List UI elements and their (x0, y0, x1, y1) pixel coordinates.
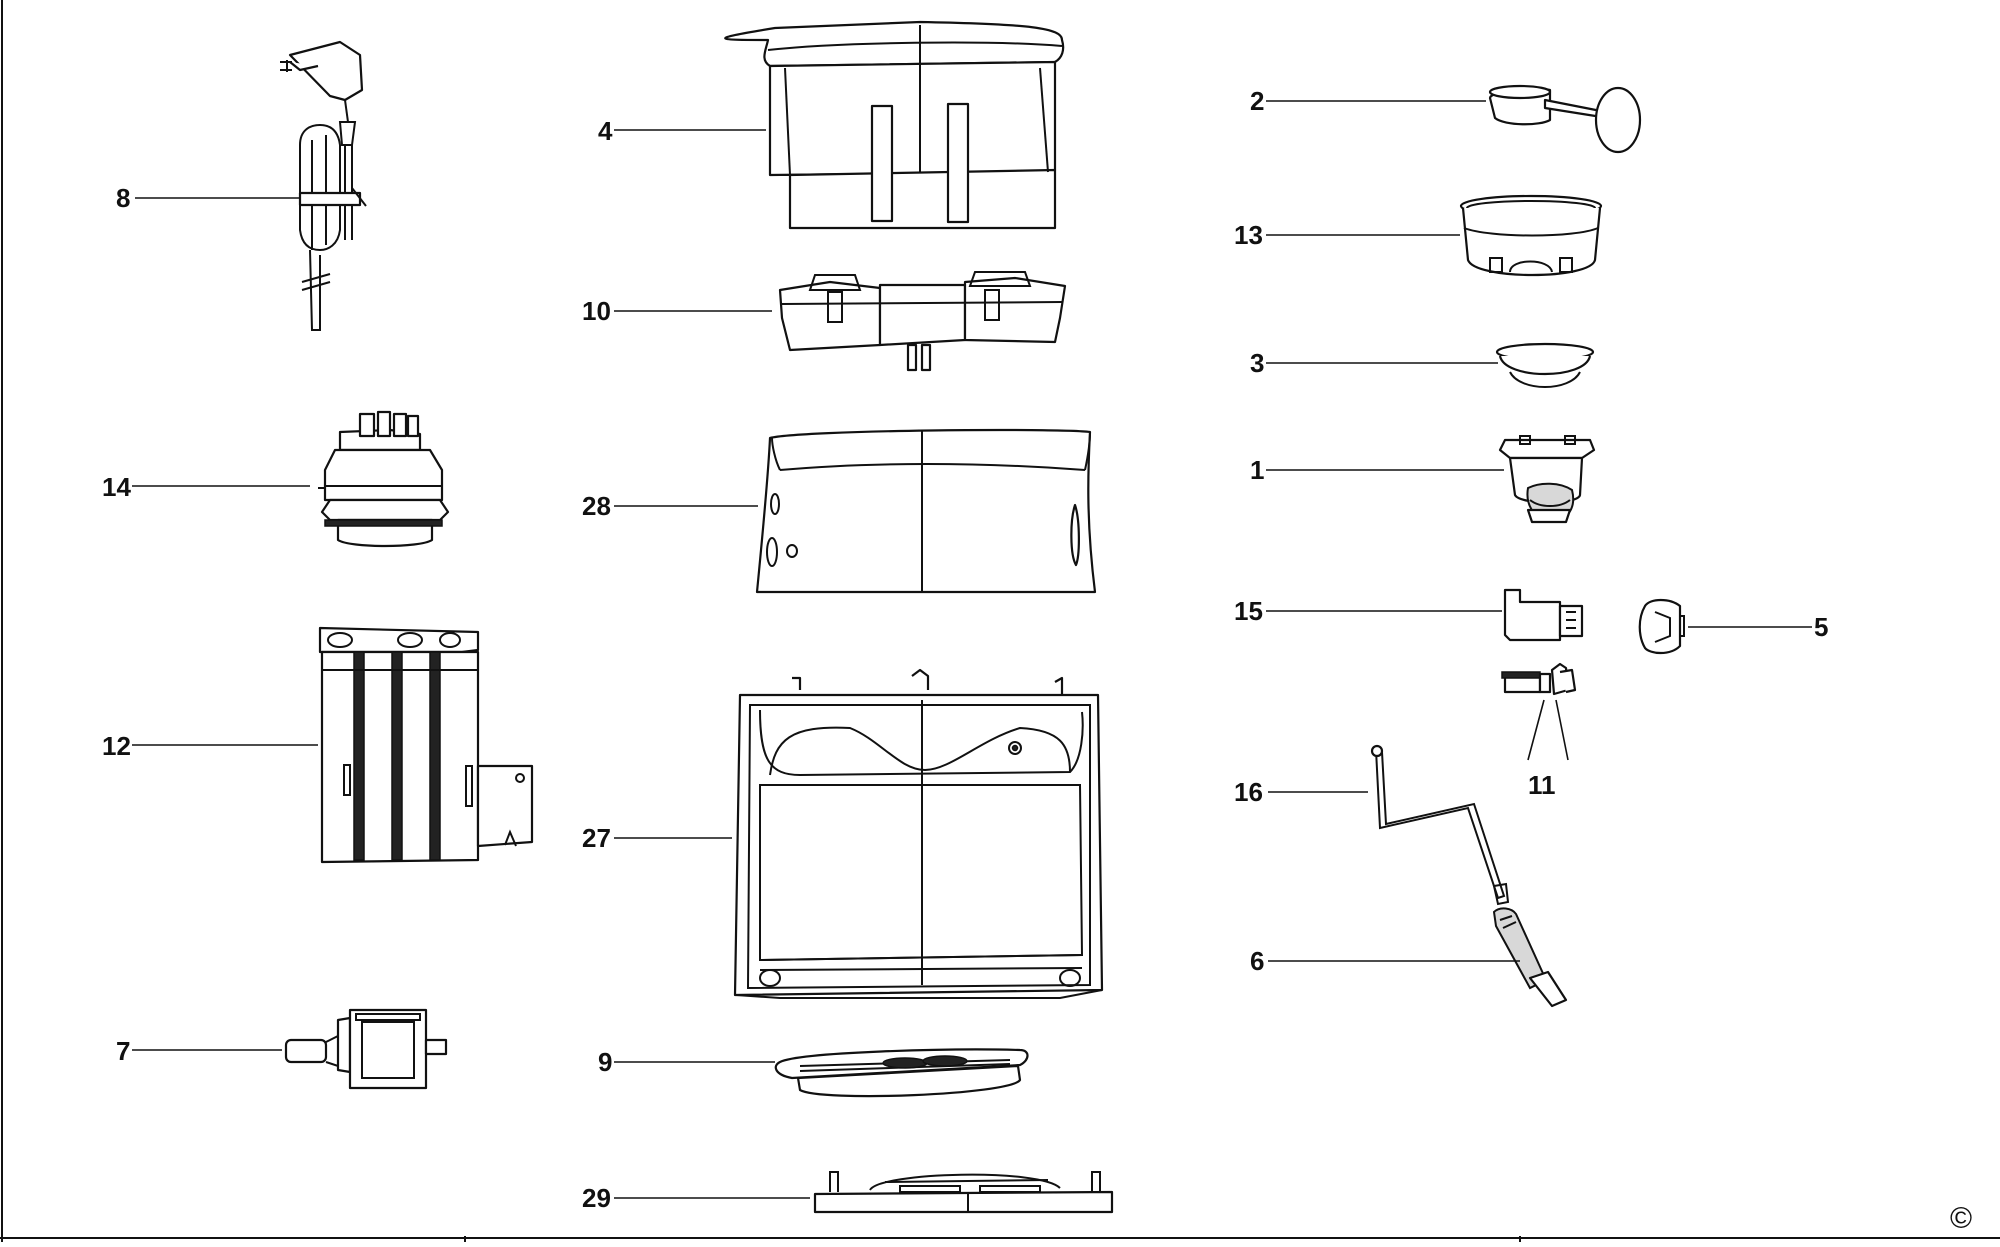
label-7: 7 (116, 1036, 130, 1066)
part-11-connectors (1501, 662, 1577, 761)
part-1-filter-holder (1498, 435, 1596, 524)
part-16-steam-tube (1370, 744, 1510, 906)
label-9: 9 (598, 1047, 612, 1077)
label-13: 13 (1234, 220, 1263, 250)
part-5-control-knob (1638, 598, 1685, 655)
copyright-mark: © (1950, 1202, 1972, 1235)
part-14-heater-assembly (318, 410, 450, 548)
part-15-switch (1503, 588, 1584, 642)
leader-lines (132, 100, 1812, 1199)
label-29: 29 (582, 1183, 611, 1213)
label-6: 6 (1250, 946, 1264, 976)
label-5: 5 (1814, 612, 1828, 642)
part-27-main-body (733, 668, 1104, 999)
part-29-base-plate (813, 1171, 1114, 1214)
label-27: 27 (582, 823, 611, 853)
label-1: 1 (1250, 455, 1264, 485)
label-3: 3 (1250, 348, 1264, 378)
part-9-drip-grille (774, 1048, 1029, 1098)
part-13-drip-bowl (1459, 194, 1603, 277)
part-12-boiler-housing (318, 626, 534, 864)
label-14: 14 (102, 472, 131, 502)
part-8-power-cord (280, 40, 367, 331)
part-2-measuring-scoop (1488, 84, 1642, 154)
label-16: 16 (1234, 777, 1263, 807)
part-3-filter-basket (1495, 342, 1595, 388)
label-15: 15 (1234, 596, 1263, 626)
part-10-tank-base (778, 271, 1067, 372)
label-11: 11 (1528, 770, 1556, 800)
label-4: 4 (598, 116, 613, 146)
label-2: 2 (1250, 86, 1264, 116)
part-4-water-tank (724, 20, 1065, 230)
label-12: 12 (102, 731, 131, 761)
part-6-steam-nozzle (1492, 907, 1568, 1008)
label-10: 10 (582, 296, 611, 326)
label-28: 28 (582, 491, 611, 521)
part-number-labels: 8 14 12 7 4 10 28 27 9 29 2 13 3 1 15 5 … (102, 86, 1828, 1213)
label-8: 8 (116, 183, 130, 213)
part-28-front-cover (755, 428, 1097, 594)
part-7-pump (284, 1008, 448, 1090)
